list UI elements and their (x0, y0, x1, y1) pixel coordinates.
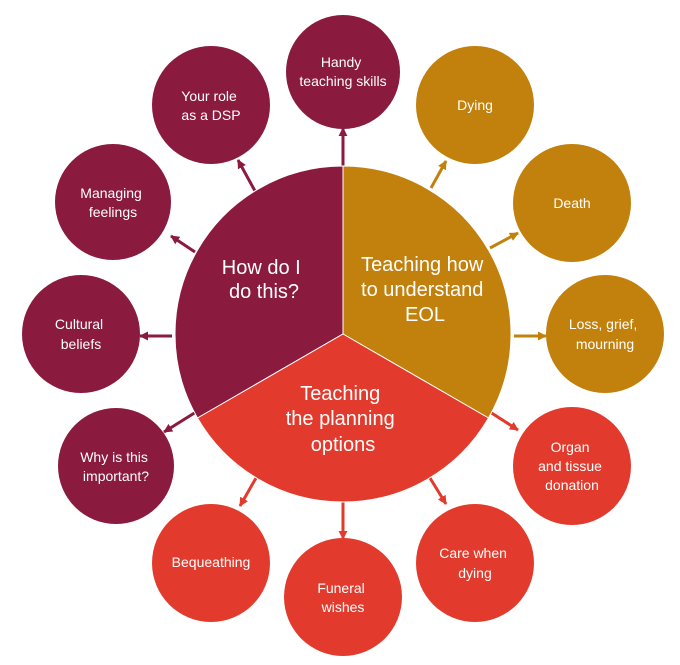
node-loss-grief-mourning: Loss, grief, mourning (546, 275, 664, 393)
node-handy-teaching-skills: Handy teaching skills (286, 15, 400, 129)
svg-text:Why is this important?: Why is this important? (80, 449, 152, 484)
arrow-death (489, 231, 519, 250)
center-pie: How do I do this? Teaching how to unders… (174, 165, 512, 503)
sector-eol (342, 165, 512, 419)
arrow-bequeathing (238, 477, 258, 507)
svg-text:Organ and tissue: Organ and tissue donation (538, 439, 606, 493)
svg-text:Your role as a DSP: Your role as a DSP (181, 88, 240, 123)
svg-text:Cultural beliefs: Cultural beliefs (55, 316, 107, 352)
node-organ-and-tissue-donation: Organ and tissue donation (513, 407, 631, 525)
svg-text:Managing feelings: Managing feelings (80, 185, 145, 220)
sector-label-eol: Teaching how to understand EOL (361, 254, 489, 326)
outer-nodes: Handy teaching skills Your role as a DSP… (22, 15, 664, 656)
sector-label-how: How do I do this? (222, 257, 307, 303)
node-death: Death (513, 144, 631, 262)
arrow-why-is-this-important (163, 410, 197, 434)
svg-text:Loss, grief, mourning: Loss, grief, mourning (569, 316, 641, 352)
node-cultural-beliefs: Cultural beliefs (22, 275, 140, 393)
arrow-your-role-as-a-dsp (236, 159, 257, 192)
connector-arrows (139, 127, 547, 540)
node-your-role-as-a-dsp: Your role as a DSP (152, 46, 270, 164)
arrow-organ-and-tissue-donation (489, 410, 519, 432)
node-care-when-dying: Care when dying (416, 504, 534, 622)
sector-label-planning: Teaching the planning options (286, 383, 401, 456)
sector-planning (196, 333, 490, 503)
svg-text:Death: Death (553, 195, 590, 211)
arrow-care-when-dying (428, 477, 448, 505)
svg-text:Dying: Dying (457, 97, 493, 113)
arrow-dying (429, 160, 448, 189)
svg-text:Handy teaching skills: Handy teaching skills (299, 54, 386, 89)
sector-how (174, 165, 344, 419)
svg-text:Care when dying: Care when dying (439, 545, 511, 581)
node-funeral-wishes: Funeral wishes (284, 538, 402, 656)
node-why-is-this-important: Why is this important? (58, 408, 174, 524)
node-bequeathing: Bequeathing (152, 504, 270, 622)
arrow-managing-feelings (170, 234, 196, 254)
svg-text:Bequeathing: Bequeathing (172, 554, 251, 570)
node-dying: Dying (416, 46, 534, 164)
node-managing-feelings: Managing feelings (55, 144, 171, 260)
svg-text:Funeral wishes: Funeral wishes (317, 580, 368, 615)
